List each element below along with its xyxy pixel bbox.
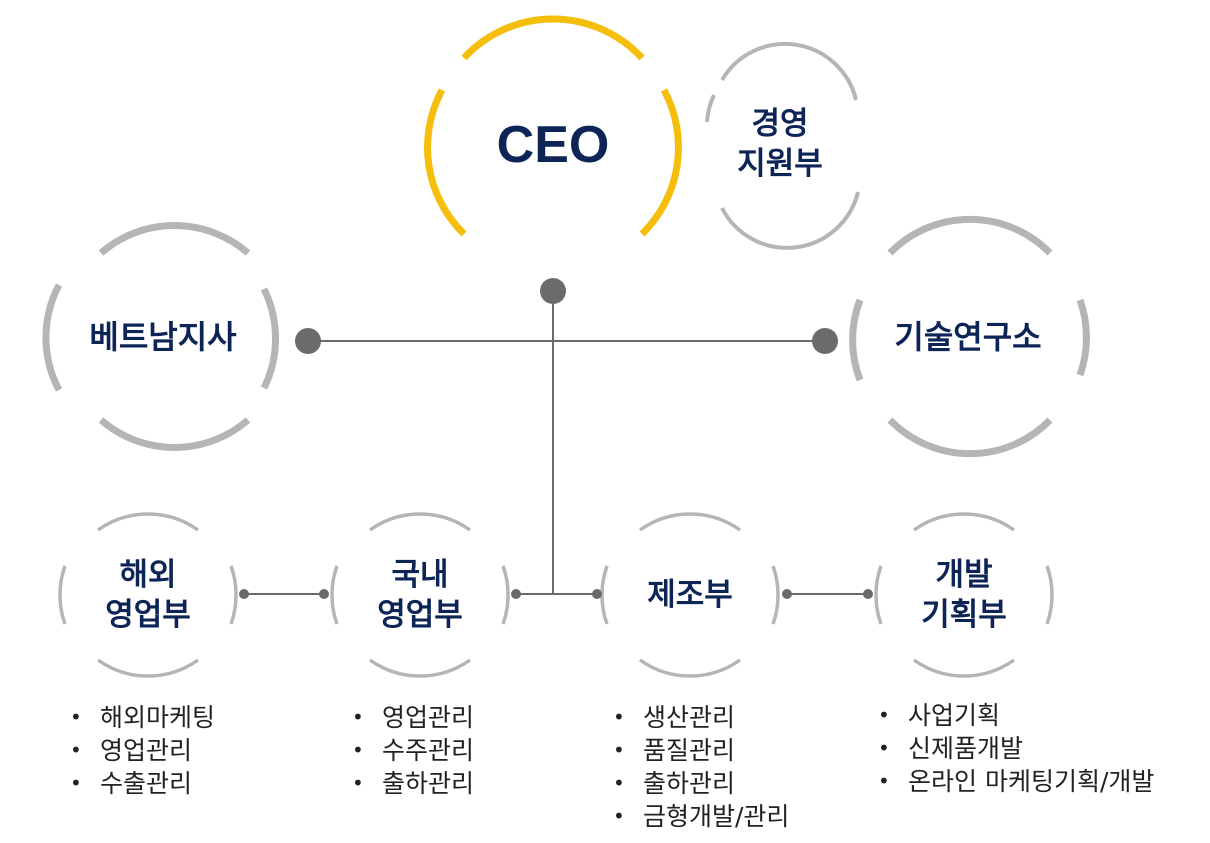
dept-label-line2: 기획부 <box>921 597 1007 633</box>
list-item: 해외마케팅 <box>66 701 215 734</box>
support-label-line2: 지원부 <box>737 146 823 182</box>
dept-ring-2 <box>330 512 510 678</box>
dept-duties-dev-planning: 사업기획 신제품개발 온라인 마케팅기획/개발 <box>874 699 1154 798</box>
support-label-line1: 경영 <box>751 105 809 142</box>
support-node: 경영 지원부 <box>707 71 853 217</box>
dept-node-overseas-sales: 해외 영업부 <box>62 509 234 681</box>
dept-node-dev-planning: 개발 기획부 <box>878 509 1050 681</box>
vietnam-node: 베트남지사 <box>51 226 275 450</box>
list-item: 수주관리 <box>348 734 474 767</box>
lab-label: 기술연구소 <box>894 318 1042 357</box>
dept-ring-1 <box>58 512 238 678</box>
ceo-ring <box>424 15 682 237</box>
dept-label-line1: 제조부 <box>647 576 733 613</box>
dept-label-line1: 해외 <box>119 556 177 593</box>
vietnam-label: 베트남지사 <box>89 318 237 357</box>
dept-label-line2: 영업부 <box>377 597 463 633</box>
dept-ring-4 <box>874 512 1054 678</box>
list-item: 출하관리 <box>348 767 474 800</box>
list-item: 온라인 마케팅기획/개발 <box>874 765 1154 798</box>
dept-duties-domestic-sales: 영업관리 수주관리 출하관리 <box>348 701 474 800</box>
list-item: 사업기획 <box>874 699 1154 732</box>
dept-label-line1: 개발 <box>935 556 993 593</box>
list-item: 생산관리 <box>609 701 789 734</box>
dept-label-line1: 국내 <box>391 556 449 593</box>
support-ring <box>705 41 860 250</box>
list-item: 출하관리 <box>609 767 789 800</box>
list-item: 수출관리 <box>66 767 215 800</box>
list-item: 금형개발/관리 <box>609 800 789 833</box>
ceo-node: CEO <box>432 25 674 267</box>
list-item: 영업관리 <box>348 701 474 734</box>
dept-ring-3 <box>600 512 780 678</box>
connector-dots <box>239 278 873 599</box>
lab-ring <box>849 215 1090 458</box>
list-item: 품질관리 <box>609 734 789 767</box>
dept-label-line2: 영업부 <box>105 597 191 633</box>
lab-node: 기술연구소 <box>856 226 1080 450</box>
list-item: 신제품개발 <box>874 732 1154 765</box>
dept-node-domestic-sales: 국내 영업부 <box>334 509 506 681</box>
vietnam-ring <box>42 222 280 451</box>
dept-duties-manufacturing: 생산관리 품질관리 출하관리 금형개발/관리 <box>609 701 789 833</box>
connector-lines <box>244 291 868 595</box>
list-item: 영업관리 <box>66 734 215 767</box>
ceo-label: CEO <box>496 116 610 175</box>
dept-node-manufacturing: 제조부 <box>604 509 776 681</box>
dept-duties-overseas-sales: 해외마케팅 영업관리 수출관리 <box>66 701 215 800</box>
